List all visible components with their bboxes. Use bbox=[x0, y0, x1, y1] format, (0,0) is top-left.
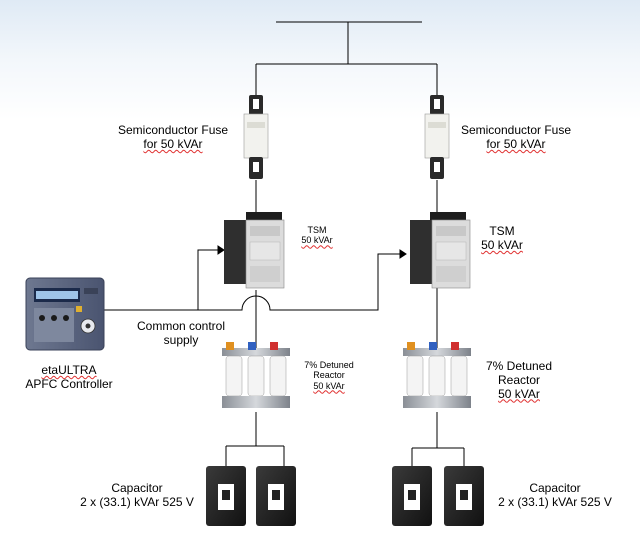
common-control-label-line1: Common control bbox=[136, 319, 226, 333]
left-fuse-label-text: for 50 kVAr bbox=[143, 136, 203, 151]
right-detuned-reactor bbox=[403, 342, 471, 408]
right-capacitor-label-line1: Capacitor bbox=[529, 481, 581, 495]
busbar bbox=[255, 21, 438, 100]
left-detuned-reactor bbox=[222, 342, 290, 408]
left-capacitor-label: Capacitor 2 x (33.1) kVAr 525 V bbox=[72, 481, 202, 510]
left-fuse-label: Semiconductor Fuse for 50 kVAr bbox=[118, 123, 229, 152]
apfc-controller bbox=[25, 277, 105, 351]
common-control-label: Common control supply bbox=[126, 319, 236, 348]
left-tsm-label-line2: 50 kVAr bbox=[301, 235, 333, 246]
left-reactor-label-line3: 50 kVAr bbox=[313, 380, 345, 391]
right-reactor-label: 7% Detuned Reactor 50 kVAr bbox=[480, 359, 558, 401]
left-reactor-label-line2: Reactor bbox=[313, 370, 345, 381]
right-capacitors bbox=[392, 466, 484, 526]
left-capacitor-label-line2: 2 x (33.1) kVAr 525 V bbox=[80, 494, 194, 509]
right-tsm-module bbox=[410, 212, 471, 289]
left-tsm-module bbox=[224, 212, 285, 289]
right-capacitor-label-line2: 2 x (33.1) kVAr 525 V bbox=[498, 494, 612, 509]
controller-label: etaULTRA APFC Controller bbox=[20, 363, 118, 392]
left-fuse-label-line1: Semiconductor Fuse bbox=[118, 123, 229, 137]
right-reactor-label-line2: Reactor bbox=[497, 372, 541, 387]
right-fuse-label-text: for 50 kVAr bbox=[486, 136, 546, 151]
right-fuse-label-line1: Semiconductor Fuse bbox=[460, 123, 572, 137]
left-reactor-label: 7% Detuned Reactor 50 kVAr bbox=[294, 360, 364, 391]
right-fuse-label: Semiconductor Fuse for 50 kVAr bbox=[460, 123, 572, 152]
right-capacitor-label: Capacitor 2 x (33.1) kVAr 525 V bbox=[490, 481, 620, 510]
control-wiring bbox=[104, 245, 407, 311]
right-tsm-label-line2: 50 kVAr bbox=[481, 237, 523, 252]
left-semiconductor-fuse bbox=[243, 95, 269, 179]
left-tsm-label-line1: TSM bbox=[307, 225, 327, 235]
left-fuse-label-line2: for 50 kVAr bbox=[118, 136, 228, 152]
left-branch-wiring bbox=[225, 180, 285, 466]
right-reactor-label-line3: 50 kVAr bbox=[498, 386, 540, 401]
right-branch-wiring bbox=[411, 180, 465, 466]
right-reactor-label-line1: 7% Detuned bbox=[485, 359, 553, 373]
right-tsm-label-line1: TSM bbox=[489, 224, 515, 238]
left-capacitors bbox=[206, 466, 296, 526]
right-fuse-label-line2: for 50 kVAr bbox=[460, 136, 572, 152]
right-semiconductor-fuse bbox=[424, 95, 450, 179]
right-tsm-label: TSM 50 kVAr bbox=[474, 224, 530, 253]
left-tsm-label: TSM 50 kVAr bbox=[294, 225, 340, 246]
left-capacitor-label-line1: Capacitor bbox=[111, 481, 163, 495]
controller-label-line2: APFC Controller bbox=[25, 376, 113, 391]
controller-label-line1: etaULTRA bbox=[41, 363, 97, 377]
left-reactor-label-line1: 7% Detuned bbox=[304, 360, 354, 370]
common-control-label-line2: supply bbox=[163, 332, 199, 347]
